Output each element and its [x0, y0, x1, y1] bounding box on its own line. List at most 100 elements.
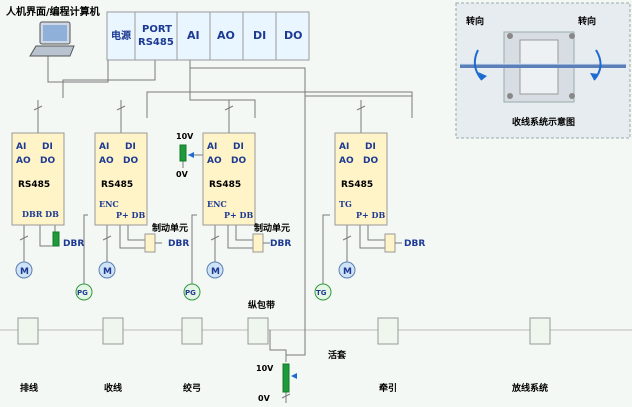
drive-4-ao: AO: [339, 156, 354, 166]
drive-1: [11, 132, 65, 226]
motor-icon-1: [15, 261, 33, 279]
drive-4-p-db: P+ DB: [356, 210, 385, 220]
pot-1-top-label: 10V: [176, 132, 194, 141]
brake-unit-box-2: [144, 233, 156, 253]
motor-label-3: M: [211, 267, 220, 277]
drive-3-rs485: RS485: [209, 180, 241, 190]
motor-label-4: M: [343, 267, 352, 277]
drive-2-rs485: RS485: [101, 180, 133, 190]
dbr-label-3: DBR: [270, 239, 291, 249]
station-label-paixian: 排线: [20, 382, 38, 394]
wiring: [0, 35, 632, 403]
ai-module: [176, 11, 211, 61]
pg-encoder-icon-1: [75, 283, 93, 301]
station-box-jiaogong: [181, 317, 203, 345]
hmi-label: 人机界面/编程计算机: [6, 5, 100, 18]
station-label-shouxian: 收线: [104, 382, 122, 394]
dbr-resistor-1: [52, 231, 60, 247]
drive-2-ao: AO: [99, 156, 114, 166]
dancer-label: 活套: [328, 349, 347, 361]
drive-3-ai: AI: [207, 142, 217, 152]
drive-1-dbr-db: DBR DB: [22, 209, 59, 219]
tg-label: TG: [316, 289, 327, 297]
drive-1-do: DO: [40, 156, 55, 166]
inset-left-dir: 转向: [466, 15, 484, 27]
do-module: [275, 11, 310, 61]
inset-right-dir: 转向: [578, 15, 596, 27]
bus-wire-2: [146, 60, 191, 118]
power-module: [106, 11, 136, 61]
station-box-belt: [247, 317, 269, 345]
port-module: [134, 11, 178, 61]
ai-label: AI: [187, 29, 200, 42]
pot-2-bottom-label: 0V: [258, 394, 271, 403]
pot-2-top-label: 10V: [256, 364, 274, 373]
brake-unit-label-3: 制动单元: [254, 222, 290, 234]
rs485-label: RS485: [138, 37, 174, 48]
pot-1-bottom-label: 0V: [176, 170, 189, 179]
drive-3-ao: AO: [207, 156, 222, 166]
drive-4-rs485: RS485: [341, 180, 373, 190]
drive-3-do: DO: [231, 156, 246, 166]
ao-module: [209, 11, 244, 61]
inset-diagram: [455, 2, 631, 139]
port-label: PORT: [142, 24, 172, 35]
laptop-icon: [29, 21, 75, 57]
motor-icon-2: [98, 261, 116, 279]
station-box-qianyin: [377, 317, 399, 345]
drive-1-di: DI: [42, 142, 53, 152]
drive-4-di: DI: [365, 142, 376, 152]
brake-unit-box-3: [252, 233, 264, 253]
dbr-label-2: DBR: [168, 239, 189, 249]
pg-encoder-icon-2: [183, 283, 201, 301]
motor-icon-3: [206, 261, 224, 279]
drive-2-ai: AI: [99, 142, 109, 152]
drive-4-do: DO: [363, 156, 378, 166]
drive-3-enc: ENC: [207, 199, 227, 209]
drive-3-p-db: P+ DB: [224, 210, 253, 220]
station-label-fangxian: 放线系统: [511, 382, 548, 394]
pg-label-1: PG: [77, 289, 88, 297]
drive-4: [334, 132, 388, 226]
drive-3-di: DI: [233, 142, 244, 152]
di-module: [242, 11, 277, 61]
bus-wire-3: [189, 92, 256, 118]
dbr-label-1: DBR: [63, 239, 84, 249]
station-label-qianyin: 牵引: [379, 382, 397, 394]
drive-4-ai: AI: [339, 142, 349, 152]
bus-wire-1: [62, 60, 156, 98]
motor-icon-4: [338, 261, 356, 279]
brake-unit-label-2: 制动单元: [152, 222, 188, 234]
pg-label-2: PG: [185, 289, 196, 297]
motor-label-2: M: [103, 267, 112, 277]
rotate-left-arrow-icon: [473, 49, 483, 81]
tg-encoder-icon: [314, 283, 332, 301]
station-label-jiaogong: 绞弓: [183, 382, 201, 394]
drive-4-tg: TG: [339, 199, 352, 209]
station-box-shouxian: [102, 317, 124, 345]
belt-label: 纵包带: [248, 299, 275, 311]
dbr-label-4: DBR: [404, 239, 425, 249]
plc-rack: [106, 11, 310, 61]
inset-caption: 收线系统示意图: [512, 116, 575, 128]
potentiometer-1-icon: [179, 144, 187, 162]
drive-1-rs485: RS485: [18, 180, 50, 190]
drive-2-enc: ENC: [99, 199, 119, 209]
drive-2: [94, 132, 148, 226]
drive-3: [202, 132, 256, 226]
power-label: 电源: [111, 29, 131, 42]
ao-label: AO: [217, 29, 235, 42]
do-label: DO: [284, 29, 302, 42]
drive-1-ai: AI: [16, 142, 26, 152]
drive-1-ao: AO: [16, 156, 31, 166]
station-box-paixian: [17, 317, 39, 345]
motor-label-1: M: [20, 267, 29, 277]
bus-wire-5: [190, 67, 412, 97]
station-box-fangxian: [529, 317, 551, 345]
bus-wire-4: [189, 91, 413, 118]
drive-2-di: DI: [125, 142, 136, 152]
drive-2-p-db: P+ DB: [116, 210, 145, 220]
drive-2-do: DO: [123, 156, 138, 166]
di-label: DI: [253, 29, 266, 42]
